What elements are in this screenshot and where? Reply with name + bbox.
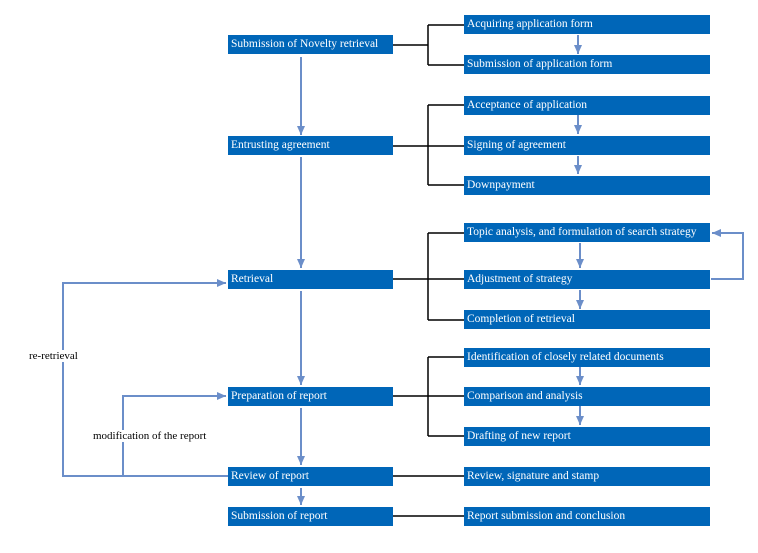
- substep-review-signature: Review, signature and stamp: [464, 467, 710, 486]
- substep-drafting: Drafting of new report: [464, 427, 710, 446]
- substep-signing: Signing of agreement: [464, 136, 710, 155]
- substep-topic-analysis: Topic analysis, and formulation of searc…: [464, 223, 710, 242]
- bracket-4: [393, 356, 464, 437]
- substep-report-submission: Report submission and conclusion: [464, 507, 710, 526]
- arrow-modification: [122, 392, 226, 476]
- bracket-1: [393, 24, 464, 66]
- substep-identification: Identification of closely related docume…: [464, 348, 710, 367]
- step-review-of-report: Review of report: [228, 467, 393, 486]
- step-entrusting-agreement: Entrusting agreement: [228, 136, 393, 155]
- bracket-2: [393, 104, 464, 186]
- step-preparation-of-report: Preparation of report: [228, 387, 393, 406]
- label-modification: modification of the report: [92, 430, 208, 442]
- step-novelty-submission: Submission of Novelty retrieval: [228, 35, 393, 54]
- substep-downpayment: Downpayment: [464, 176, 710, 195]
- label-re-retrieval: re-retrieval: [28, 350, 79, 362]
- step-submission-of-report: Submission of report: [228, 507, 393, 526]
- substep-acceptance: Acceptance of application: [464, 96, 710, 115]
- substep-comparison: Comparison and analysis: [464, 387, 710, 406]
- substep-submission-form: Submission of application form: [464, 55, 710, 74]
- substep-completion: Completion of retrieval: [464, 310, 710, 329]
- step-retrieval: Retrieval: [228, 270, 393, 289]
- bracket-3: [393, 232, 464, 321]
- arrow-adjustment-loop: [711, 229, 744, 280]
- substep-acquiring-form: Acquiring application form: [464, 15, 710, 34]
- arrow-re-retrieval: [62, 279, 228, 477]
- substep-adjustment: Adjustment of strategy: [464, 270, 710, 289]
